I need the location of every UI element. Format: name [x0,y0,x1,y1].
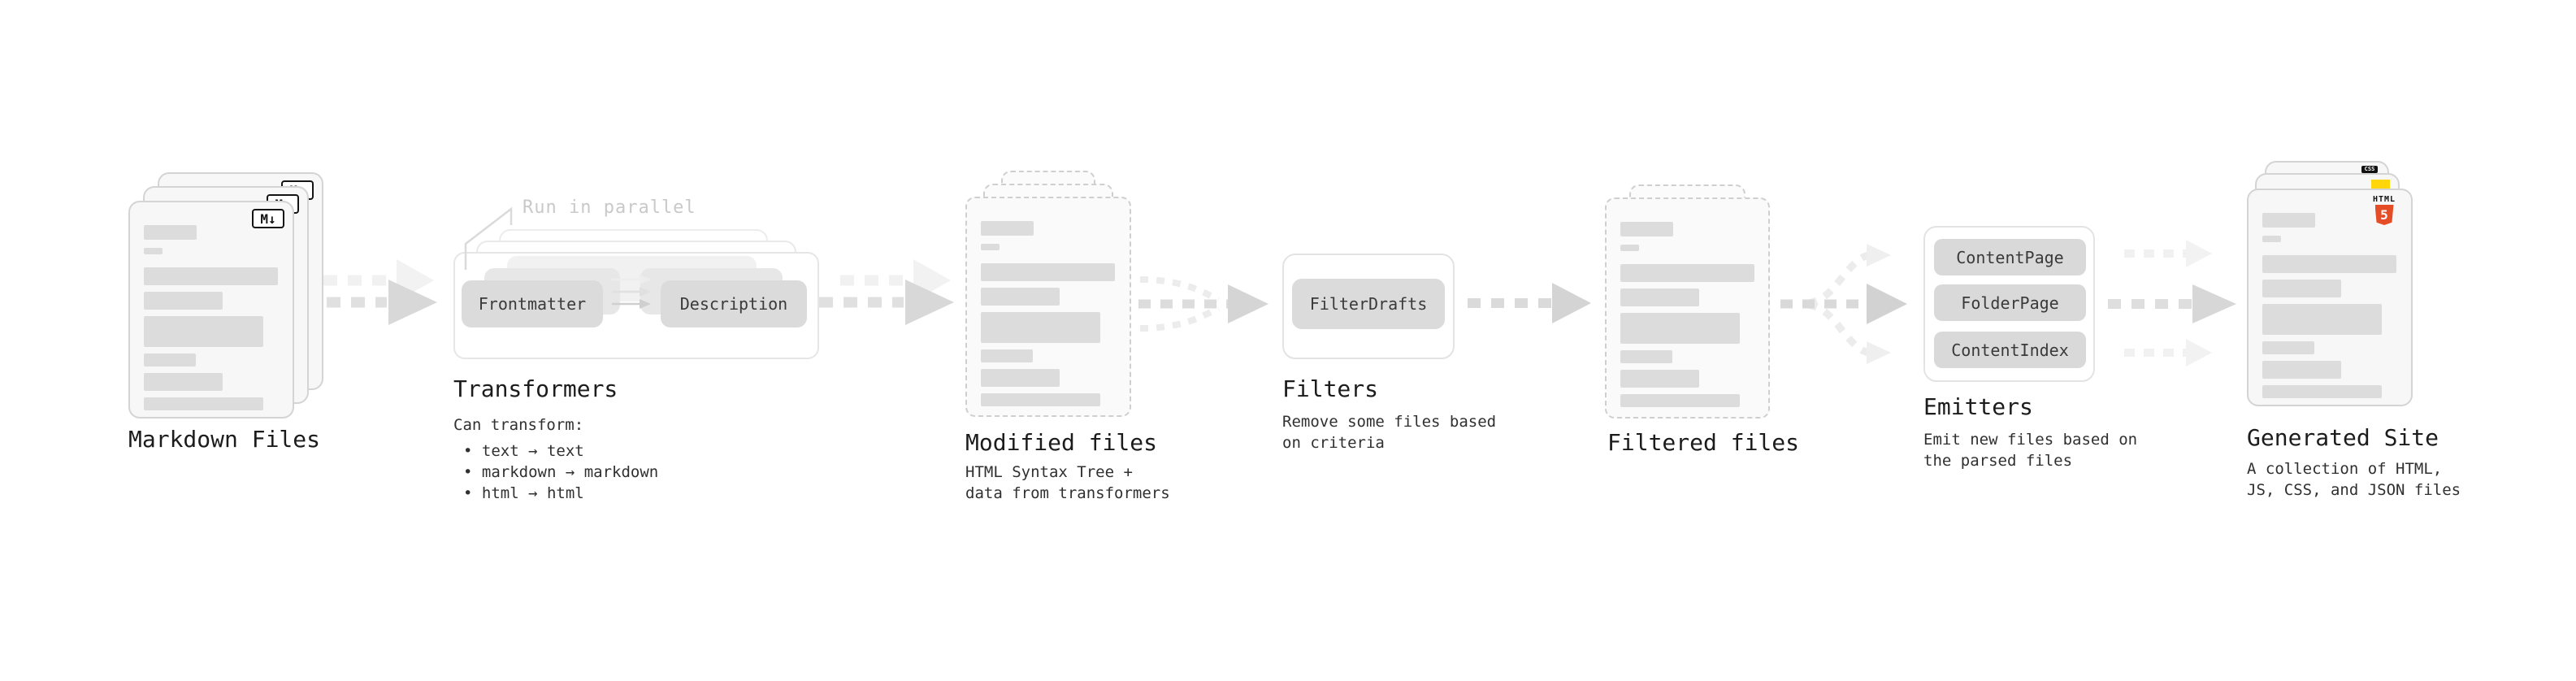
content-bar [2262,385,2382,398]
content-bar [981,393,1100,406]
content-bar [1620,370,1699,388]
generated-site-title: Generated Site [2247,424,2439,451]
file-card-front [965,197,1131,417]
fork-arrow-icon [1780,244,1907,364]
markdown-file-stack: M↓ M↓ M↓ [128,172,328,421]
contentindex-chip: ContentIndex [1934,332,2086,368]
html5-icon: HTML 5 [2366,195,2402,225]
content-bar [144,267,278,285]
run-in-parallel-note: Run in parallel [523,197,696,218]
dashed-arrow-icon [819,259,954,325]
generated-site-description: A collection of HTML, JS, CSS, and JSON … [2247,460,2461,499]
emitters-panel: ContentPage FolderPage ContentIndex [1923,226,2095,382]
dashed-arrow-icon [2124,339,2212,367]
merge-arrow-icon [1138,276,1268,332]
transformers-title: Transformers [453,375,618,402]
frontmatter-chip: Frontmatter [462,280,603,327]
filtered-file-stack [1605,172,1776,421]
content-bar [1620,350,1672,363]
content-bar [981,244,1000,250]
transform-item: • text → text [463,442,584,460]
contentpage-chip: ContentPage [1934,239,2086,275]
content-bar [2262,341,2314,354]
filters-description: Remove some files based on criteria [1282,413,1497,452]
modified-file-stack [965,171,1136,419]
content-bar [981,312,1100,343]
content-bar [1620,394,1740,407]
content-bar [2262,213,2315,228]
content-bar [144,354,196,367]
content-bar [144,397,263,410]
html5-five: 5 [2380,207,2388,223]
js-icon [2371,180,2390,189]
can-transform-heading: Can transform: [453,416,584,434]
content-bar [981,263,1115,281]
content-bar [2262,255,2396,273]
emitters-title: Emitters [1923,393,2033,420]
callout-line-icon [464,206,513,270]
content-bar [2262,304,2382,335]
emitters-description: Emit new files based on the parsed files [1923,431,2138,470]
html5-shield: 5 [2374,205,2394,225]
dashed-arrow-icon [1468,283,1591,323]
description-chip: Description [661,280,807,327]
content-bar [144,248,163,254]
content-bar [981,221,1034,236]
transform-item: • markdown → markdown [463,463,659,481]
dashed-arrow-icon [2124,240,2212,267]
content-bar [2262,236,2281,242]
content-bar [2262,280,2341,297]
content-bar [1620,245,1639,251]
content-bar [981,369,1060,387]
file-card-front: M↓ [128,201,294,419]
file-card-front [1605,197,1770,419]
content-bar [144,373,223,391]
css-label: CSS [2361,166,2378,173]
content-bar [981,288,1060,306]
folderpage-chip: FolderPage [1934,284,2086,321]
file-card-front: HTML 5 [2247,189,2413,406]
content-bar [1620,313,1740,344]
content-bar [144,292,223,310]
transform-list: • text → text • markdown → markdown • ht… [453,440,658,504]
transform-item: • html → html [463,484,584,502]
content-bar [1620,288,1699,306]
filters-title: Filters [1282,375,1379,402]
content-bar [981,349,1033,362]
markdown-files-title: Markdown Files [128,426,321,453]
content-bar [144,316,263,347]
modified-files-description: HTML Syntax Tree + data from transformer… [965,463,1170,502]
dashed-arrow-icon [302,259,437,325]
modified-files-title: Modified files [965,429,1158,456]
markdown-icon: M↓ [252,209,284,228]
content-bar [2262,361,2341,379]
transformers-description: Can transform: • text → text • markdown … [453,414,658,504]
dashed-arrow-icon [2108,284,2236,323]
chip-arrows-icon [612,275,651,309]
generated-site-stack: CSS HTML 5 [2247,161,2442,410]
html5-word: HTML [2372,195,2396,204]
content-bar [144,225,197,240]
content-bar [1620,222,1673,236]
filtered-files-title: Filtered files [1607,429,1800,456]
filterdrafts-chip: FilterDrafts [1292,279,1445,329]
content-bar [1620,264,1754,282]
